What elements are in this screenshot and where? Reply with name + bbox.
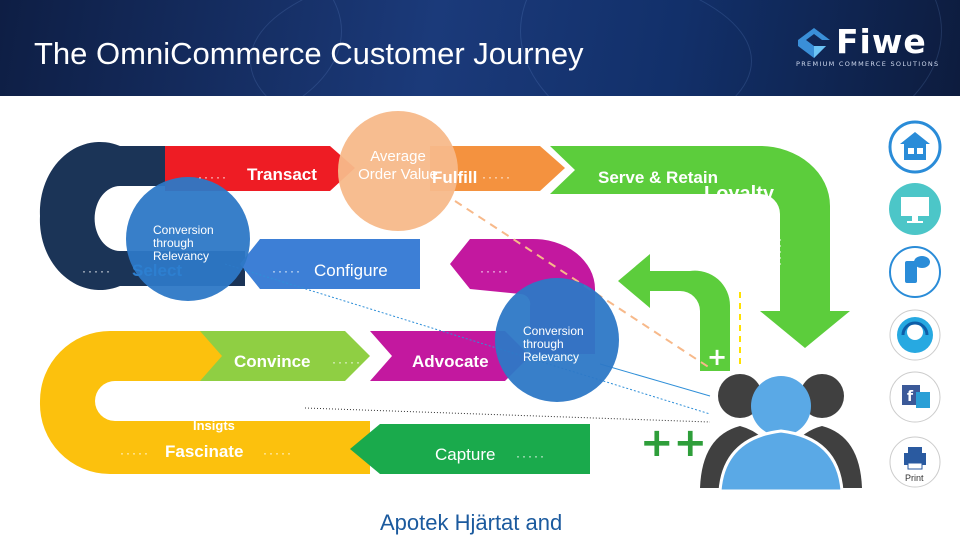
dots-select: ····· [82,264,112,278]
stage-capture: Capture [435,445,496,464]
segment-configure [240,239,420,289]
segment-loyalty-arrow [618,254,731,371]
home-icon[interactable] [888,120,942,174]
mobile-chat-icon[interactable] [888,245,942,299]
stage-convince: Convince [234,352,311,371]
segment-serve-retain [550,146,850,348]
stage-fulfill: Fulfill [432,168,478,187]
logo-wordmark: Fiwe [836,22,927,61]
dots-fascinate-right: ····· [263,446,293,460]
dots-magenta: ····· [480,264,510,278]
stage-configure: Configure [314,261,388,280]
logo-tagline: PREMIUM COMMERCE SOLUTIONS [796,60,940,68]
plus-single: + [707,343,728,371]
footer-caption: Apotek Hjärtat and [380,510,563,535]
segment-fulfill [430,146,565,191]
conversion-label-right: Conversion through Relevancy [523,324,584,364]
connector-line [224,263,711,415]
stage-loyalty: Loyalty [704,183,775,205]
conversion-bubble-right [495,278,619,402]
monitor-icon[interactable] [888,182,942,236]
dots-transact: ····· [198,170,228,184]
stage-transact: Transact [247,165,317,184]
aov-label: Average Order Value [358,148,438,183]
aov-bubble [338,111,458,231]
print-label: Print [905,473,924,483]
dots-fascinate-left: ····· [120,446,150,460]
stage-serve-retain: Serve & Retain [598,168,718,187]
conversion-label-left: Conversion through Relevancy [153,223,214,263]
journey-diagram [39,111,862,493]
conversion-bubble-left [126,177,250,301]
customer-group-icon [700,374,862,493]
stage-select: Select [132,261,183,280]
brand-logo[interactable]: Fiwe PREMIUM COMMERCE SOLUTIONS [796,22,940,70]
segment-yellow-turn [39,331,370,474]
page-title: The OmniCommerce Customer Journey [34,36,584,71]
header-banner: The OmniCommerce Customer Journey Fiwe P… [0,0,960,96]
segment-capture [350,424,590,474]
stage-insights: Insigts [193,418,235,433]
logo-mark-icon [798,28,830,58]
stage-advocate: Advocate [412,352,489,371]
social-facebook-icon[interactable]: f [888,370,942,424]
dots-capture: ····· [516,449,546,463]
connector-line [599,363,711,397]
plus-double: ++ [640,420,708,466]
support-headset-icon[interactable] [888,308,942,362]
segment-convince [195,331,370,381]
dots-configure: ····· [272,264,302,278]
stage-fascinate: Fascinate [165,442,244,461]
connector-line [454,200,711,369]
svg-text:f: f [907,389,914,405]
segment-advocate [370,331,530,381]
print-icon[interactable] [888,435,942,489]
dots-fulfill: ····· [482,170,512,184]
dots-convince: ····· [332,355,362,369]
segment-transact [165,146,355,191]
dots-loyalty: ····· [774,238,788,268]
